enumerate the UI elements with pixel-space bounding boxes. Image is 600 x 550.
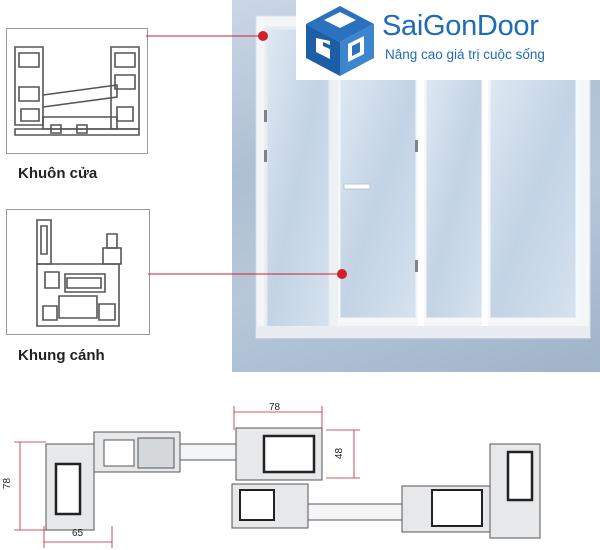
brand-name: SaiGonDoor xyxy=(382,10,539,42)
door-frame-profile-drawing xyxy=(14,46,140,136)
cross-section-drawing xyxy=(14,406,541,548)
sash-frame-profile-drawing xyxy=(36,219,122,327)
dimension-mid-height: 48 xyxy=(334,447,346,460)
callout-lines xyxy=(146,31,347,279)
sgd-cube-logo-icon xyxy=(306,6,374,76)
dimension-top-width: 78 xyxy=(269,402,281,413)
door-frame-profile-box xyxy=(6,28,148,154)
callout-dot-sash-frame xyxy=(337,269,347,279)
sash-frame-profile-box xyxy=(6,209,150,335)
callout-dot-door-frame xyxy=(258,31,268,41)
sash-frame-label: Khung cánh xyxy=(18,347,105,364)
door-frame-label: Khuôn cửa xyxy=(18,165,98,182)
dimension-bottom-width: 65 xyxy=(72,528,84,539)
dimension-left-height: 78 xyxy=(2,477,14,490)
brand-tagline: Nâng cao giá trị cuộc sống xyxy=(385,47,545,62)
